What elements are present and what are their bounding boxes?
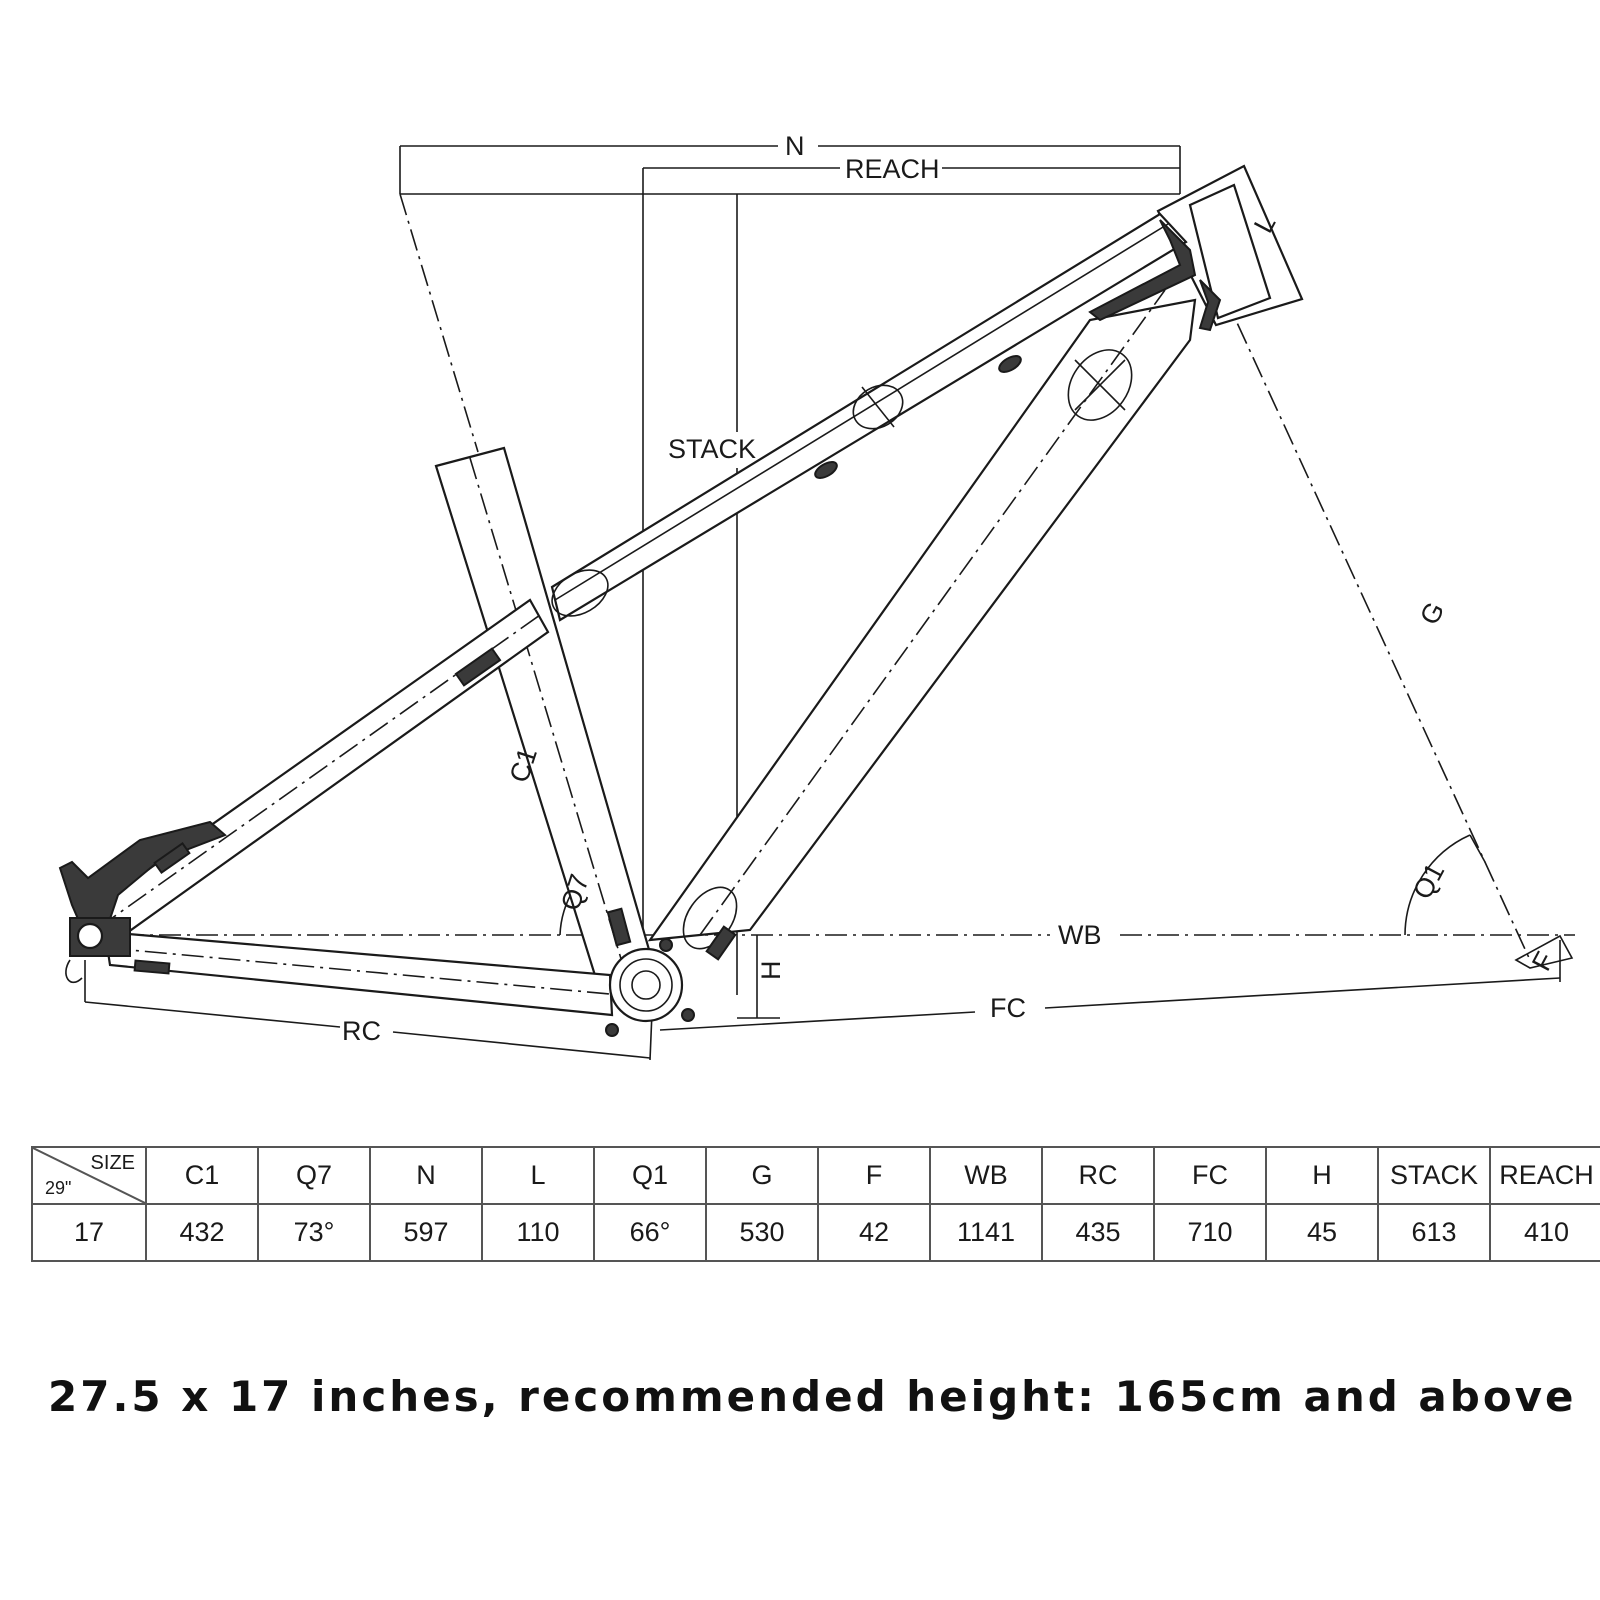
table-cell: 432 [145, 1203, 259, 1262]
label-wb: WB [1058, 920, 1102, 950]
table-header-cell: F [817, 1146, 931, 1205]
geometry-table: SIZE 29" C1 Q7 N L Q1 G F WB RC FC H STA… [31, 1146, 1600, 1262]
table-header-row: SIZE 29" C1 Q7 N L Q1 G F WB RC FC H STA… [31, 1146, 1600, 1205]
table-header-cell: REACH [1489, 1146, 1600, 1205]
table-cell: 73° [257, 1203, 371, 1262]
table-header-cell: WB [929, 1146, 1043, 1205]
table-header-cell: L [481, 1146, 595, 1205]
table-cell: 710 [1153, 1203, 1267, 1262]
table-header-cell: N [369, 1146, 483, 1205]
table-cell: 42 [817, 1203, 931, 1262]
label-g: G [1414, 597, 1450, 630]
table-header-cell: RC [1041, 1146, 1155, 1205]
table-cell: 66° [593, 1203, 707, 1262]
cable-guides [133, 355, 1022, 975]
corner-wheel-label: 29" [45, 1178, 72, 1198]
table-header-cell: G [705, 1146, 819, 1205]
dimension-offset-dash [399, 193, 1531, 961]
label-rc: RC [342, 1016, 381, 1046]
seat-tube [434, 446, 654, 987]
label-reach: REACH [845, 154, 940, 184]
seat-stay [86, 598, 550, 947]
table-header-cell: FC [1153, 1146, 1267, 1205]
table-cell: 45 [1265, 1203, 1379, 1262]
table-row: 17 432 73° 597 110 66° 530 42 1141 435 7… [31, 1203, 1600, 1262]
bike-frame-geometry-diagram: N REACH STACK L G C1 Q7 Q1 WB H F FC RC [58, 131, 1575, 1061]
table-cell: 435 [1041, 1203, 1155, 1262]
table-cell: 1141 [929, 1203, 1043, 1262]
headset-bearing [1088, 219, 1222, 332]
chain-stay [103, 930, 614, 1017]
dimension-n [399, 145, 1181, 195]
label-h: H [756, 961, 786, 981]
label-q1: Q1 [1407, 858, 1450, 904]
label-fc: FC [990, 993, 1026, 1023]
table-cell: 613 [1377, 1203, 1491, 1262]
table-corner-cell: SIZE 29" [31, 1146, 147, 1205]
bottom-bracket [605, 938, 695, 1037]
table-header-cell: Q7 [257, 1146, 371, 1205]
table-header-cell: H [1265, 1146, 1379, 1205]
table-cell: 410 [1489, 1203, 1600, 1262]
label-n: N [785, 131, 805, 161]
table-header-cell: C1 [145, 1146, 259, 1205]
dimension-h [737, 935, 780, 1019]
table-header-cell: Q1 [593, 1146, 707, 1205]
head-tube [1156, 164, 1304, 327]
corner-size-label: SIZE [90, 1152, 135, 1174]
dimension-fc [659, 940, 1561, 1031]
label-stack: STACK [668, 434, 756, 464]
table-size-cell: 17 [31, 1203, 147, 1262]
top-tube [550, 212, 1188, 622]
table-cell: 110 [481, 1203, 595, 1262]
table-cell: 530 [705, 1203, 819, 1262]
caption-text: 27.5 x 17 inches, recommended height: 16… [48, 1372, 1577, 1421]
table-header-cell: STACK [1377, 1146, 1491, 1205]
label-f: F [1526, 947, 1560, 976]
corner-diagonal [33, 1148, 145, 1203]
table-cell: 597 [369, 1203, 483, 1262]
fork-axle-to-crown [1514, 934, 1574, 969]
